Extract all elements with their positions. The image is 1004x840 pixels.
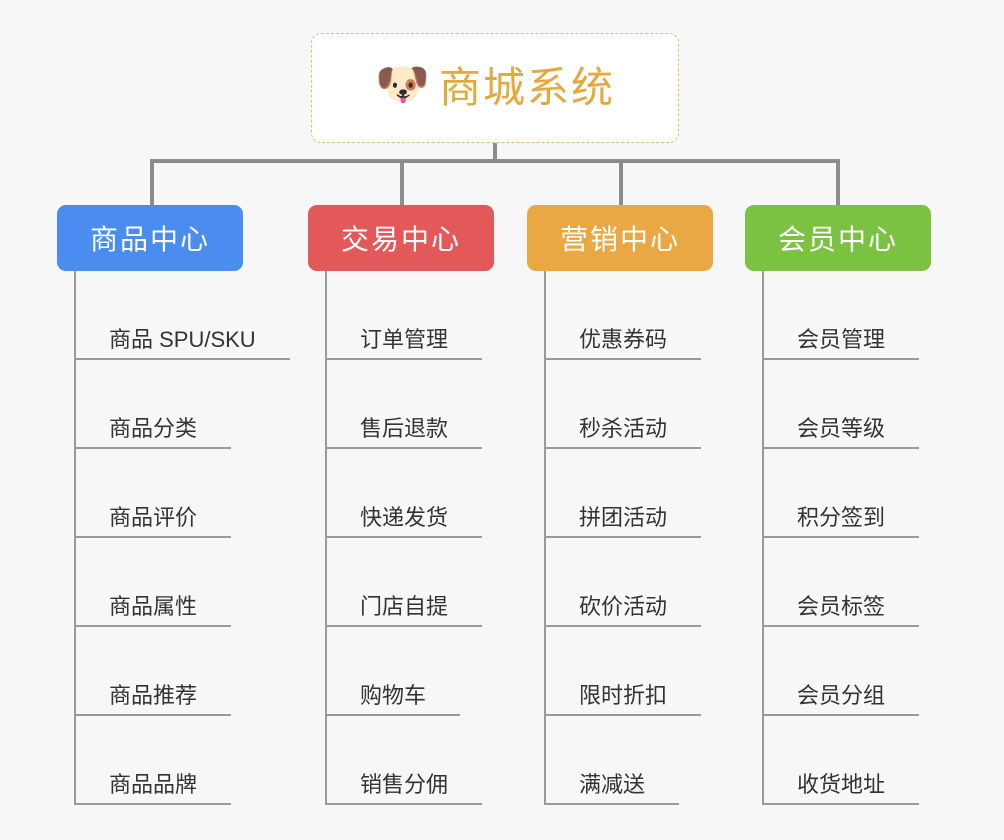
leaf-item[interactable]: 拼团活动 xyxy=(545,449,713,538)
leaf-label: 商品属性 xyxy=(75,594,232,627)
branch-column-3: 营销中心 优惠券码 秒杀活动 拼团活动 砍价活动 限时折扣 满减送 xyxy=(527,205,713,805)
leaf-item[interactable]: 快递发货 xyxy=(326,449,494,538)
leaf-label: 优惠券码 xyxy=(545,327,702,360)
leaf-label: 门店自提 xyxy=(326,594,483,627)
leaf-label: 售后退款 xyxy=(326,416,483,449)
branch-column-1: 商品中心 商品 SPU/SKU 商品分类 商品评价 商品属性 商品推荐 商品品牌 xyxy=(57,205,290,805)
category-header-label-2: 交易中心 xyxy=(340,224,461,255)
connector-drop-3 xyxy=(619,159,623,205)
leaf-label: 销售分佣 xyxy=(326,772,483,805)
leaf-label: 会员等级 xyxy=(763,416,920,449)
leaf-label: 满减送 xyxy=(545,772,680,805)
leaf-item[interactable]: 商品分类 xyxy=(75,360,290,449)
connector-root-stem xyxy=(493,143,497,161)
leaf-item[interactable]: 限时折扣 xyxy=(545,627,713,716)
connector-drop-2 xyxy=(400,159,404,205)
trunk-line-4 xyxy=(762,271,764,805)
leaf-item[interactable]: 购物车 xyxy=(326,627,494,716)
leaf-item[interactable]: 订单管理 xyxy=(326,271,494,360)
leaf-label: 购物车 xyxy=(326,683,461,716)
leaf-label: 限时折扣 xyxy=(545,683,702,716)
leaf-label: 商品分类 xyxy=(75,416,232,449)
root-title: 商城系统 xyxy=(438,64,615,111)
leaf-item[interactable]: 砍价活动 xyxy=(545,538,713,627)
leaf-list-4: 会员管理 会员等级 积分签到 会员标签 会员分组 收货地址 xyxy=(745,271,931,805)
leaf-item[interactable]: 满减送 xyxy=(545,716,713,805)
leaf-label: 会员管理 xyxy=(763,327,920,360)
leaf-list-3: 优惠券码 秒杀活动 拼团活动 砍价活动 限时折扣 满减送 xyxy=(527,271,713,805)
leaf-label: 砍价活动 xyxy=(545,594,702,627)
leaf-item[interactable]: 秒杀活动 xyxy=(545,360,713,449)
category-header-label-4: 会员中心 xyxy=(777,224,898,255)
category-header-label-1: 商品中心 xyxy=(89,224,210,255)
leaf-item[interactable]: 会员分组 xyxy=(763,627,931,716)
leaf-item[interactable]: 门店自提 xyxy=(326,538,494,627)
leaf-label: 商品 SPU/SKU xyxy=(75,327,290,360)
category-header-4[interactable]: 会员中心 xyxy=(745,205,931,271)
leaf-label: 订单管理 xyxy=(326,327,483,360)
leaf-label: 快递发货 xyxy=(326,505,483,538)
leaf-item[interactable]: 会员标签 xyxy=(763,538,931,627)
leaf-label: 积分签到 xyxy=(763,505,920,538)
leaf-item[interactable]: 优惠券码 xyxy=(545,271,713,360)
leaf-label: 会员分组 xyxy=(763,683,920,716)
leaf-item[interactable]: 商品 SPU/SKU xyxy=(75,271,290,360)
leaf-item[interactable]: 商品品牌 xyxy=(75,716,290,805)
leaf-item[interactable]: 销售分佣 xyxy=(326,716,494,805)
trunk-line-3 xyxy=(544,271,546,805)
leaf-item[interactable]: 售后退款 xyxy=(326,360,494,449)
leaf-label: 收货地址 xyxy=(763,772,920,805)
category-header-2[interactable]: 交易中心 xyxy=(308,205,494,271)
category-header-3[interactable]: 营销中心 xyxy=(527,205,713,271)
connector-drop-4 xyxy=(836,159,840,205)
connector-horizontal-bus xyxy=(150,159,840,163)
leaf-label: 商品评价 xyxy=(75,505,232,538)
leaf-item[interactable]: 商品评价 xyxy=(75,449,290,538)
leaf-item[interactable]: 会员管理 xyxy=(763,271,931,360)
shiba-dog-face-icon: 🐶 xyxy=(374,60,430,109)
branch-column-2: 交易中心 订单管理 售后退款 快递发货 门店自提 购物车 销售分佣 xyxy=(308,205,494,805)
category-header-label-3: 营销中心 xyxy=(559,224,680,255)
leaf-list-1: 商品 SPU/SKU 商品分类 商品评价 商品属性 商品推荐 商品品牌 xyxy=(57,271,290,805)
leaf-item[interactable]: 会员等级 xyxy=(763,360,931,449)
category-header-1[interactable]: 商品中心 xyxy=(57,205,243,271)
leaf-item[interactable]: 商品推荐 xyxy=(75,627,290,716)
branch-column-4: 会员中心 会员管理 会员等级 积分签到 会员标签 会员分组 收货地址 xyxy=(745,205,931,805)
leaf-item[interactable]: 积分签到 xyxy=(763,449,931,538)
trunk-line-2 xyxy=(325,271,327,805)
root-node[interactable]: 🐶 商城系统 xyxy=(311,33,679,143)
leaf-label: 会员标签 xyxy=(763,594,920,627)
connector-drop-1 xyxy=(150,159,154,205)
leaf-item[interactable]: 商品属性 xyxy=(75,538,290,627)
leaf-list-2: 订单管理 售后退款 快递发货 门店自提 购物车 销售分佣 xyxy=(308,271,494,805)
leaf-label: 商品推荐 xyxy=(75,683,232,716)
trunk-line-1 xyxy=(74,271,76,805)
leaf-label: 商品品牌 xyxy=(75,772,232,805)
leaf-item[interactable]: 收货地址 xyxy=(763,716,931,805)
leaf-label: 拼团活动 xyxy=(545,505,702,538)
leaf-label: 秒杀活动 xyxy=(545,416,702,449)
